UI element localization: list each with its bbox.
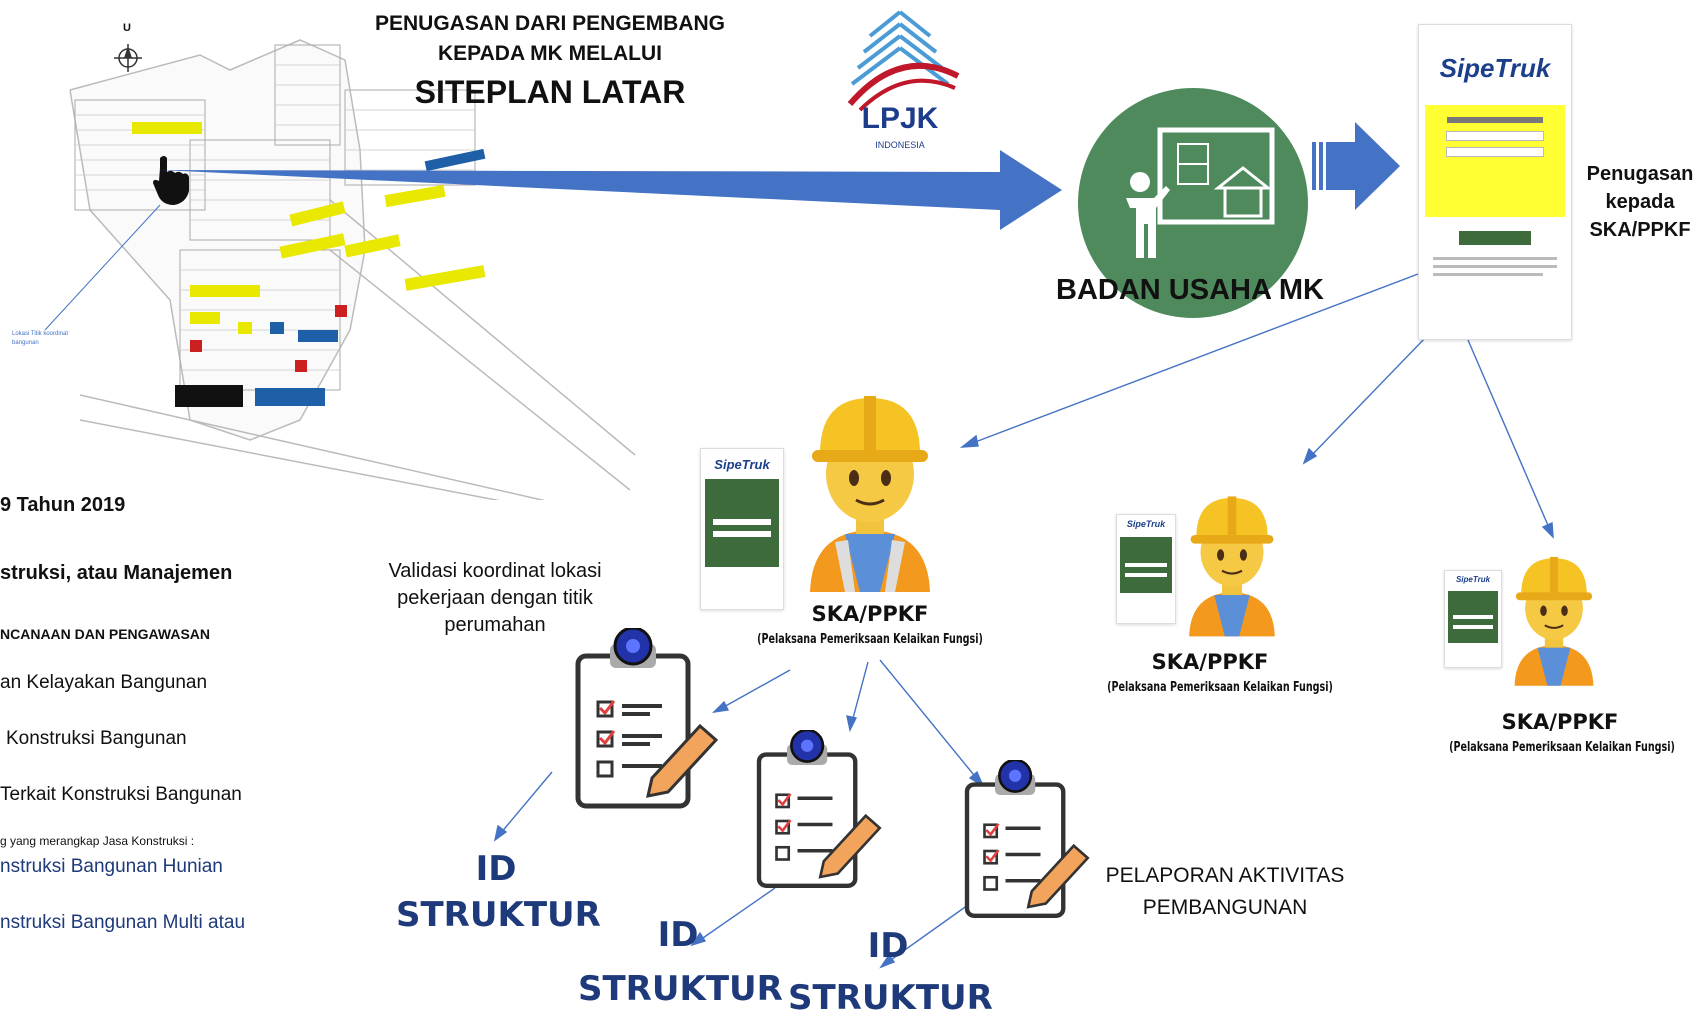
ska-2-name: SKA/PPKF	[1151, 650, 1269, 674]
assignment-line-2: kepada	[1605, 191, 1675, 213]
ska-3-description: (Pelaksana Pemeriksaan Kelaikan Fungsi)	[1449, 740, 1675, 755]
left-line-8: nstruksi Bangunan Hunian	[0, 856, 223, 877]
left-line-9: nstruksi Bangunan Multi atau	[0, 912, 246, 933]
report-label: PELAPORAN AKTIVITAS PEMBANGUNAN	[1080, 860, 1370, 924]
presenter-board-icon	[1126, 127, 1275, 258]
lpjk-logo-icon	[847, 10, 960, 112]
ska-1-name: SKA/PPKF	[811, 602, 929, 626]
id-struktur-3-line-1: ID	[867, 926, 909, 966]
lot-highlights	[132, 122, 486, 407]
report-line-2: PEMBANGUNAN	[1142, 896, 1308, 919]
checklist-icon-3	[964, 760, 1090, 918]
app-logo: SipeTruk	[1439, 53, 1551, 83]
report-line-1: PELAPORAN AKTIVITAS	[1105, 864, 1345, 887]
app-login-panel	[1425, 105, 1565, 217]
mk-circle	[1078, 88, 1308, 318]
ska-1-worker-icon	[810, 396, 930, 592]
left-line-7: g yang merangkap Jasa Konstruksi :	[0, 834, 195, 848]
id-struktur-1: ID STRUKTUR	[396, 846, 601, 938]
ska-3-phone-logo: SipeTruk	[1455, 575, 1491, 584]
id-struktur-3-line-2: STRUKTUR	[788, 978, 993, 1018]
id-struktur-2: ID STRUKTUR	[578, 908, 783, 1016]
ska-1-phone: SipeTruk	[700, 448, 784, 610]
app-login-button	[1459, 231, 1531, 245]
main-flow-arrow	[160, 150, 1062, 230]
svg-text:bangunan: bangunan	[12, 340, 39, 346]
ska-2-phone: SipeTruk	[1116, 514, 1176, 624]
ska-3-name: SKA/PPKF	[1501, 710, 1619, 734]
id-struktur-1-line-2: STRUKTUR	[396, 895, 601, 935]
left-line-6: Terkait Konstruksi Bangunan	[0, 784, 242, 805]
validation-line-1: Validasi koordinat lokasi	[388, 560, 602, 582]
validation-note: Validasi koordinat lokasi pekerjaan deng…	[360, 558, 630, 639]
left-line-5: Konstruksi Bangunan	[6, 728, 187, 749]
validation-line-3: perumahan	[444, 614, 546, 636]
header-line-1: PENUGASAN DARI PENGEMBANG	[374, 12, 726, 35]
siteplan-map: Lokasi Titik koordinat bangunan	[12, 39, 636, 500]
checklist-icon-2	[756, 730, 882, 888]
ska-3-worker-icon	[1514, 556, 1594, 686]
lpjk-logo-subtext: INDONESIA	[875, 140, 925, 150]
mk-to-app-arrow	[1312, 122, 1400, 210]
compass-icon	[114, 44, 142, 72]
left-line-1: 9 Tahun 2019	[0, 494, 126, 516]
ska-2-worker-icon	[1189, 496, 1275, 637]
assignment-label: Penugasan kepada SKA/PPKF	[1580, 160, 1700, 244]
hand-pointer-icon	[153, 156, 189, 205]
checklist-icon-1	[575, 628, 719, 809]
validation-line-2: pekerjaan dengan titik	[397, 587, 593, 609]
app-screenshot: SipeTruk	[1418, 24, 1572, 340]
ska-3-phone: SipeTruk	[1444, 570, 1502, 668]
svg-text:Lokasi Titik koordinat: Lokasi Titik koordinat	[12, 331, 68, 337]
header-line-3: SITEPLAN LATAR	[414, 74, 686, 110]
header-line-2: KEPADA MK MELALUI	[438, 42, 662, 65]
id-struktur-2-line-2: STRUKTUR	[578, 969, 783, 1009]
arrows-layer	[160, 122, 1554, 969]
left-line-3: NCANAAN DAN PENGAWASAN	[0, 626, 211, 642]
ska-2-phone-logo: SipeTruk	[1126, 519, 1166, 529]
id-struktur-2-line-1: ID	[657, 915, 699, 955]
id-struktur-1-line-1: ID	[475, 849, 517, 889]
ska-1-phone-logo: SipeTruk	[714, 457, 770, 472]
left-line-2: struksi, atau Manajemen	[0, 562, 233, 584]
compass-label: U	[123, 22, 131, 34]
id-struktur-3: ID STRUKTUR	[788, 920, 993, 1024]
ska-2-description: (Pelaksana Pemeriksaan Kelaikan Fungsi)	[1107, 680, 1333, 695]
left-line-4: an Kelayakan Bangunan	[0, 672, 208, 693]
assignment-line-1: Penugasan	[1586, 163, 1694, 185]
lpjk-logo-text: LPJK	[861, 102, 939, 135]
lpjk-logo: LPJK INDONESIA	[830, 6, 970, 156]
ska-1-description: (Pelaksana Pemeriksaan Kelaikan Fungsi)	[757, 632, 983, 647]
mk-label: BADAN USAHA MK	[1056, 274, 1324, 306]
assignment-line-3: SKA/PPKF	[1589, 219, 1691, 241]
